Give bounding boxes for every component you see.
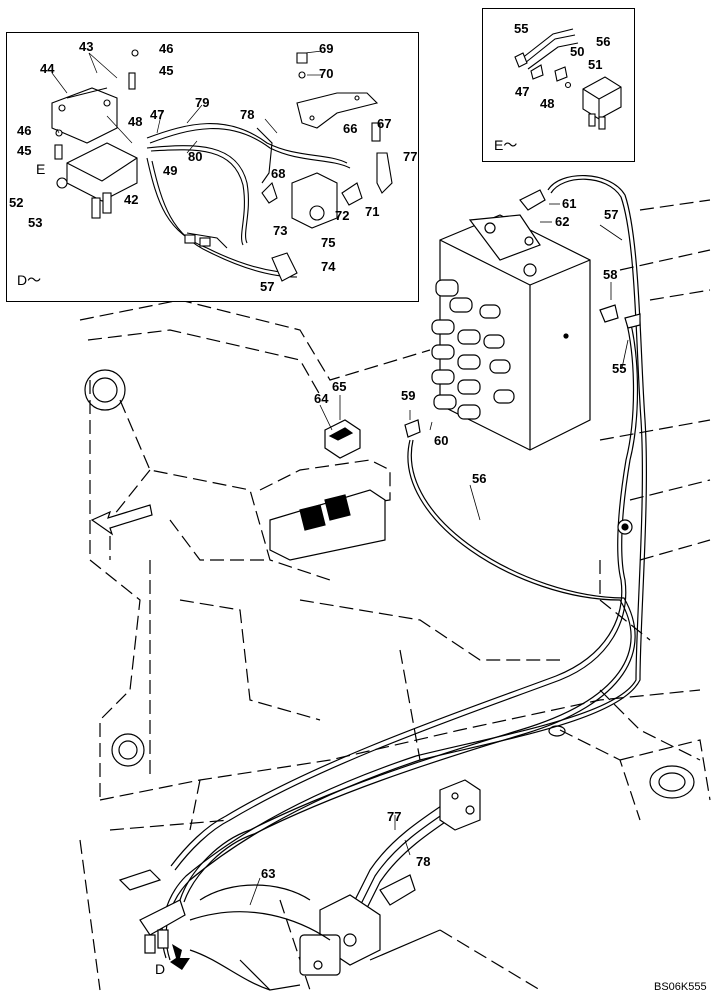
view-e-title: E～ [494,137,518,153]
part-label-63: 63 [261,866,276,881]
part-label-45: 45 [159,63,174,78]
inset-view-e-drawing [514,28,622,130]
front-direction-arrow [90,504,153,536]
swivel-opening [649,765,695,799]
view-e-marker: E [36,161,46,177]
control-valve [431,214,591,451]
drawing-code: BS06K555 [654,981,707,993]
part-label-74: 74 [321,259,336,274]
view-d-arrow [170,944,190,970]
hose-57 [161,174,647,961]
part-label-65: 65 [332,379,347,394]
frame-hole [111,733,145,767]
part-label-70: 70 [319,66,334,81]
hose-56 [179,439,636,903]
part-label-58: 58 [603,267,618,282]
part-label-44: 44 [40,61,55,76]
part-label-57: 57 [260,279,275,294]
part-label-78b: 78 [416,854,431,869]
inset-view-e [482,8,635,162]
junction-block [439,779,481,831]
part-label-46: 46 [159,41,174,56]
part-label-47b: 47 [515,84,530,99]
part-label-55b: 55 [612,361,627,376]
part-label-56b: 56 [472,471,487,486]
part-label-55: 55 [514,21,529,36]
part-label-79: 79 [195,95,210,110]
part-label-60: 60 [434,433,449,448]
fitting-61 [519,189,546,211]
part-label-51: 51 [588,57,603,72]
part-label-50: 50 [570,44,585,59]
part-label-48: 48 [128,114,143,129]
part-label-62: 62 [555,214,570,229]
fitting-59 [404,419,421,438]
part-label-72: 72 [335,208,350,223]
inset-view-d-drawing [51,49,393,282]
part-label-57b: 57 [604,207,619,222]
part-label-43: 43 [79,39,94,54]
solenoid-valve [269,419,386,561]
part-label-49: 49 [163,163,178,178]
leader-lines [249,203,629,906]
part-label-64: 64 [314,391,329,406]
part-label-48b: 48 [540,96,555,111]
part-label-52: 52 [9,195,24,210]
part-label-77b: 77 [387,809,402,824]
view-d-marker: D [155,961,166,977]
part-label-59: 59 [401,388,416,403]
part-label-73: 73 [273,223,288,238]
hose-55 [170,319,639,871]
part-label-69: 69 [319,41,334,56]
part-label-45b: 45 [17,143,32,158]
part-label-77: 77 [403,149,418,164]
part-label-66: 66 [343,121,358,136]
part-label-67: 67 [377,116,392,131]
part-label-53: 53 [28,215,43,230]
part-label-61: 61 [562,196,577,211]
part-label-46b: 46 [17,123,32,138]
pilot-valve-assembly [118,869,416,976]
part-label-47: 47 [150,107,165,122]
part-label-42: 42 [124,192,139,207]
frame-hole [84,369,126,411]
part-label-71: 71 [365,204,380,219]
part-label-75: 75 [321,235,336,250]
part-label-68: 68 [271,166,286,181]
inset-view-d [6,32,419,302]
part-label-56: 56 [596,34,611,49]
part-label-80: 80 [188,149,203,164]
part-label-78: 78 [240,107,255,122]
view-d-title: D～ [17,272,42,288]
fitting-58 [599,304,619,323]
